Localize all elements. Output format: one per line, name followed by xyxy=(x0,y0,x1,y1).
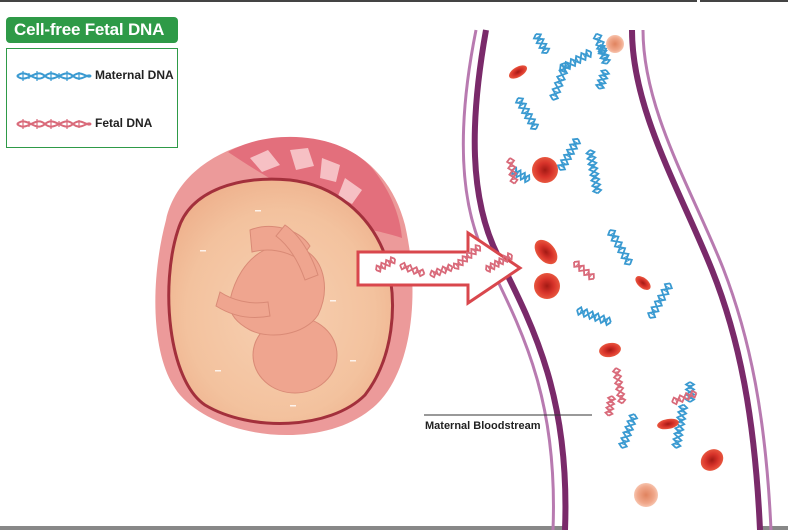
legend-item-fetal: Fetal DNA xyxy=(7,109,177,139)
red-blood-cell xyxy=(532,157,558,183)
red-blood-cell xyxy=(534,273,560,299)
legend: Maternal DNA Fetal DNA xyxy=(6,48,178,148)
red-blood-cell xyxy=(634,483,658,507)
legend-label-maternal: Maternal DNA xyxy=(95,68,174,82)
legend-item-maternal: Maternal DNA xyxy=(7,61,177,91)
dna-helix-pink-icon xyxy=(15,113,93,135)
legend-label-fetal: Fetal DNA xyxy=(95,116,152,130)
blood-vessel xyxy=(463,30,771,530)
dna-helix-blue-icon xyxy=(15,65,93,87)
diagram-title: Cell-free Fetal DNA xyxy=(6,17,178,43)
red-blood-cell xyxy=(606,35,624,53)
bloodstream-label: Maternal Bloodstream xyxy=(425,420,541,432)
